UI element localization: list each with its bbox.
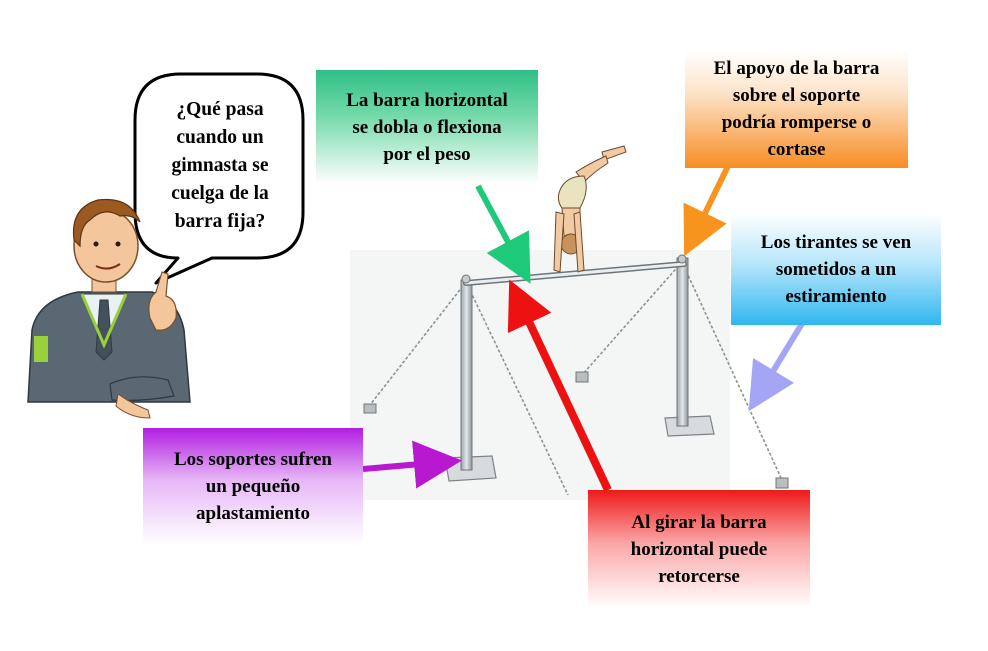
question-line: cuando un <box>176 127 264 148</box>
guy-wire <box>369 281 467 406</box>
label-line: Los tirantes se ven <box>760 231 912 253</box>
guy-wire <box>465 281 569 496</box>
right-base-plate <box>664 415 715 437</box>
presenter-hair <box>72 198 141 248</box>
question-line: cuelga de la <box>171 183 269 204</box>
presenter-raised-hand <box>148 271 177 331</box>
label-bar-flex: La barra horizontal se dobla o flexiona … <box>316 70 538 184</box>
arrow-support-break <box>683 164 731 257</box>
presenter-mouth <box>95 263 121 270</box>
question-line: ¿Qué pasa <box>176 99 264 120</box>
label-line: cortase <box>767 139 826 160</box>
label-line: sometidos a un <box>775 258 897 280</box>
arrow-bar-flex <box>475 184 531 284</box>
question-text: ¿Qué pasa cuando un gimnasta se cuelga d… <box>142 86 298 246</box>
label-line: sobre el soporte <box>732 85 861 106</box>
label-line: El apoyo de la barra <box>713 58 880 79</box>
label-bar-twist: Al girar la barra horizontal puede retor… <box>588 490 810 608</box>
label-line: aplastamiento <box>196 503 310 524</box>
label-line: se dobla o flexiona <box>352 116 502 138</box>
bar-joint <box>677 254 687 264</box>
label-line: Al girar la barra <box>631 511 767 533</box>
gymnast-arm <box>553 211 565 273</box>
presenter-eye <box>93 241 99 247</box>
label-line: estiramiento <box>785 285 887 307</box>
presenter-armband <box>34 336 48 362</box>
wire-anchor <box>363 403 377 414</box>
label-line: podría romperse o <box>721 112 872 133</box>
guy-wire <box>581 261 683 376</box>
wire-anchor <box>575 371 589 383</box>
presenter-eye <box>115 241 121 247</box>
presenter-tie <box>95 299 113 361</box>
label-supports-crush: Los soportes sufren un pequeño aplastami… <box>143 428 363 545</box>
speech-bubble <box>133 72 305 285</box>
left-upright <box>460 279 473 471</box>
arrow-bar-twist <box>507 279 612 492</box>
presenter-hand <box>115 393 151 419</box>
label-line: retorcerse <box>658 565 740 587</box>
label-line: por el peso <box>383 143 471 165</box>
label-support-break: El apoyo de la barra sobre el soporte po… <box>685 50 908 168</box>
wire-anchor <box>775 477 789 489</box>
presenter-collar-trim <box>80 293 128 349</box>
arrow-supports-crush <box>362 440 462 489</box>
gymnast-arm <box>573 211 585 273</box>
label-line: un pequeño <box>205 476 301 497</box>
right-upright <box>676 257 689 427</box>
label-line: Los soportes sufren <box>174 449 332 470</box>
label-line: horizontal puede <box>630 538 768 560</box>
arrow-cables-stretch <box>748 315 809 412</box>
label-cables-stretch: Los tirantes se ven sometidos a un estir… <box>731 213 941 325</box>
gymnast-torso <box>557 175 587 209</box>
bar-joint <box>461 274 471 284</box>
gymnast-figure <box>553 145 627 273</box>
question-line: barra fija? <box>174 211 266 232</box>
presenter-character <box>27 198 191 419</box>
label-line: La barra horizontal <box>346 89 508 111</box>
question-line: gimnasta se <box>171 155 269 176</box>
